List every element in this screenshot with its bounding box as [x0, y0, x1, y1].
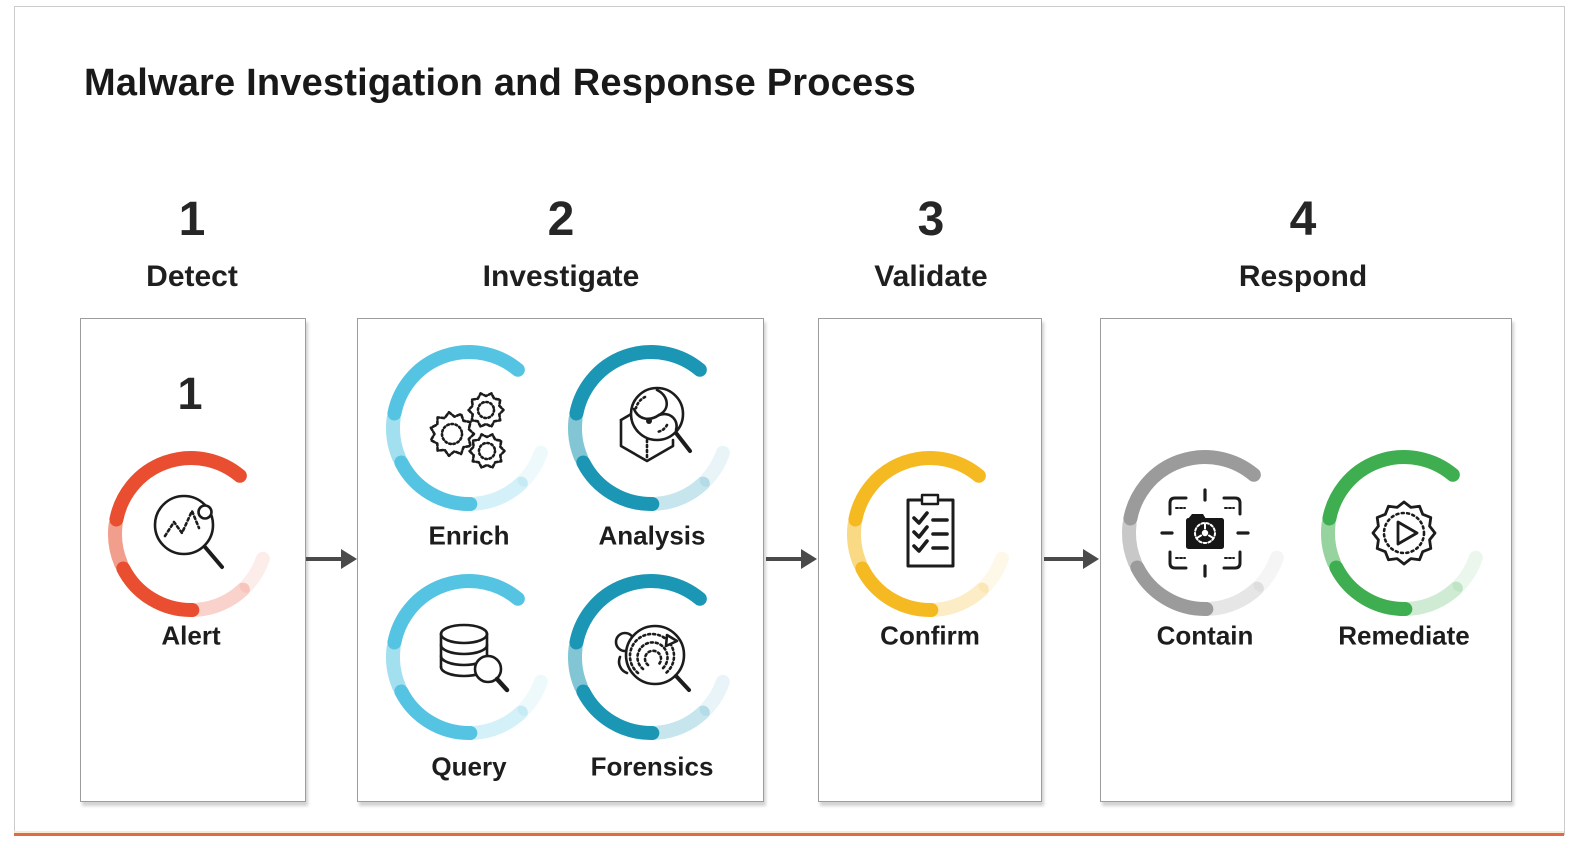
progress-ring-segment — [387, 345, 525, 421]
progress-ring-segment — [1403, 581, 1463, 616]
progress-ring-segment — [1123, 450, 1261, 526]
progress-ring-segment — [848, 451, 986, 527]
progress-ring-segment — [108, 517, 129, 571]
progress-ring-segment — [847, 517, 868, 571]
remediate-label: Remediate — [1338, 620, 1470, 651]
bug-magnifier-icon — [614, 624, 691, 692]
outer-frame — [14, 6, 1565, 835]
step-4-label: Respond — [1238, 260, 1368, 293]
progress-ring-segment — [929, 582, 989, 617]
remediate-ring — [1321, 450, 1483, 616]
progress-ring-segment — [1204, 581, 1264, 616]
arrow-validate-to-respond — [1044, 546, 1100, 572]
arrow-investigate-to-validate — [766, 546, 818, 572]
right-arrow-icon — [306, 549, 357, 569]
progress-ring-segment — [386, 640, 407, 694]
bottom-accent-line — [14, 833, 1564, 836]
progress-ring-segment — [1329, 560, 1413, 616]
alert-badge — [99, 442, 283, 626]
cube-magnifier-icon — [619, 386, 692, 463]
progress-ring-segment — [1122, 516, 1143, 570]
enrich-ring — [386, 345, 548, 511]
arrow-detect-to-investigate — [306, 546, 358, 572]
progress-ring-segment — [1322, 450, 1460, 526]
remediate-badge — [1312, 441, 1496, 625]
gear-play-icon — [1371, 500, 1437, 566]
progress-ring-segment — [978, 551, 1009, 593]
step-1-label: Detect — [146, 260, 238, 293]
progress-ring-segment — [109, 451, 247, 527]
progress-ring-segment — [568, 411, 589, 465]
progress-ring-segment — [1130, 560, 1214, 616]
contain-badge — [1113, 441, 1297, 625]
target-malware-icon — [1160, 488, 1250, 578]
step-1-number: 1 — [178, 193, 206, 246]
progress-ring-segment — [576, 455, 660, 511]
query-badge — [377, 565, 561, 749]
forensics-ring — [568, 574, 730, 740]
step-3-label: Validate — [874, 260, 988, 293]
alert-ring — [108, 451, 270, 617]
progress-ring-segment — [517, 445, 548, 487]
progress-ring-segment — [699, 445, 730, 487]
contain-ring — [1122, 450, 1284, 616]
enrich-label: Enrich — [428, 520, 510, 551]
progress-ring-segment — [394, 455, 478, 511]
progress-ring-segment — [576, 684, 660, 740]
confirm-ring — [847, 451, 1009, 617]
analysis-label: Analysis — [598, 520, 706, 551]
progress-ring-segment — [468, 705, 528, 740]
progress-ring-segment — [855, 561, 939, 617]
contain-label: Contain — [1156, 620, 1254, 651]
database-magnifier-icon — [439, 623, 510, 693]
progress-ring-segment — [1253, 550, 1284, 592]
activity-magnifier-icon — [153, 494, 224, 569]
enrich-badge — [377, 336, 561, 520]
step-2-label: Investigate — [482, 260, 640, 293]
progress-ring-segment — [394, 684, 478, 740]
progress-ring-segment — [650, 476, 710, 511]
alert-label: Alert — [161, 620, 221, 651]
progress-ring-segment — [699, 674, 730, 716]
progress-ring-segment — [1452, 550, 1483, 592]
progress-ring-segment — [569, 345, 707, 421]
progress-ring-segment — [386, 411, 407, 465]
page-title: Malware Investigation and Response Proce… — [84, 62, 917, 104]
forensics-badge — [559, 565, 743, 749]
progress-ring-segment — [468, 476, 528, 511]
progress-ring-segment — [387, 574, 525, 650]
progress-ring-segment — [239, 551, 270, 593]
progress-ring-segment — [1321, 516, 1342, 570]
confirm-badge — [838, 442, 1022, 626]
gears-icon — [429, 392, 506, 469]
step-2-number: 2 — [547, 193, 575, 246]
forensics-label: Forensics — [590, 751, 714, 782]
clipboard-checklist-icon — [906, 493, 955, 568]
progress-ring-segment — [190, 582, 250, 617]
progress-ring-segment — [517, 674, 548, 716]
right-arrow-icon — [766, 549, 817, 569]
bottom-accent-soft — [14, 831, 1564, 833]
detect-panel-number: 1 — [177, 368, 203, 419]
query-label: Query — [431, 751, 507, 782]
step-4-number: 4 — [1289, 193, 1317, 246]
analysis-ring — [568, 345, 730, 511]
progress-ring-segment — [650, 705, 710, 740]
progress-ring-segment — [568, 640, 589, 694]
right-arrow-icon — [1044, 549, 1099, 569]
query-ring — [386, 574, 548, 740]
progress-ring-segment — [569, 574, 707, 650]
confirm-label: Confirm — [880, 620, 980, 651]
analysis-badge — [559, 336, 743, 520]
progress-ring-segment — [116, 561, 200, 617]
step-3-number: 3 — [917, 193, 945, 246]
